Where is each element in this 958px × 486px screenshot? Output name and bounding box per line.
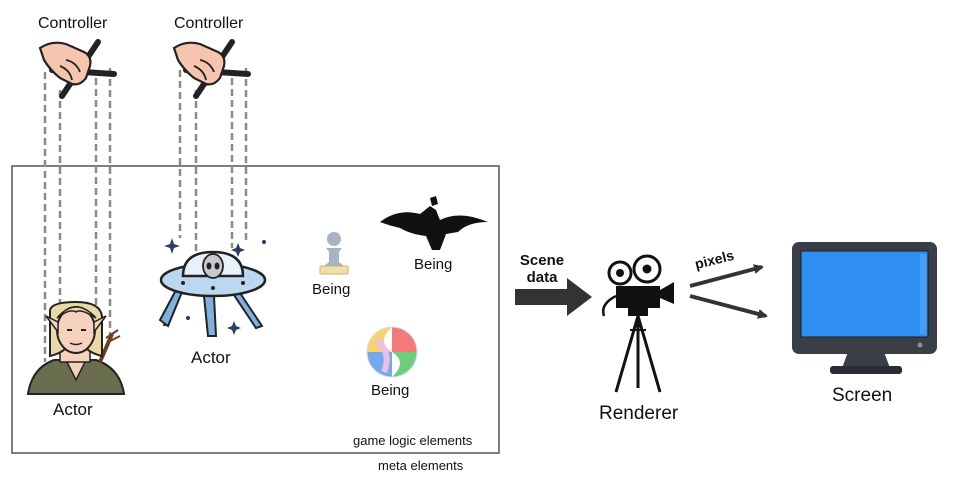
monitor-icon [792,242,937,374]
actor-label: Actor [53,400,93,419]
beach-ball-icon [366,326,418,378]
crow-icon [380,196,488,250]
alien-ufo-icon [158,238,267,337]
game-logic-box [11,165,500,454]
puppet-strings-1 [43,68,112,362]
pixels-arrows [689,264,768,319]
scene-data-line-2: data [526,269,558,286]
elf-archer-icon [26,300,126,395]
scene-data-arrow [515,278,592,316]
controller-hand-icon [38,39,117,99]
controller-hand-icon [172,39,251,99]
puppet-strings-2 [178,68,248,262]
screen-label: Screen [832,385,893,406]
movie-camera-icon [602,254,674,393]
controller-label: Controller [174,15,244,32]
pawn-icon [319,232,349,275]
being-label: Being [312,281,351,298]
scene-data-label: Scene data [518,252,566,286]
being-label: Being [371,382,410,399]
meta-elements-label: meta elements [378,458,464,473]
game-logic-elements-label: game logic elements [353,433,473,448]
being-label: Being [414,256,453,273]
actor-label: Actor [191,348,231,367]
controller-label: Controller [38,15,108,32]
renderer-label: Renderer [599,403,679,424]
scene-data-line-1: Scene [519,252,565,269]
